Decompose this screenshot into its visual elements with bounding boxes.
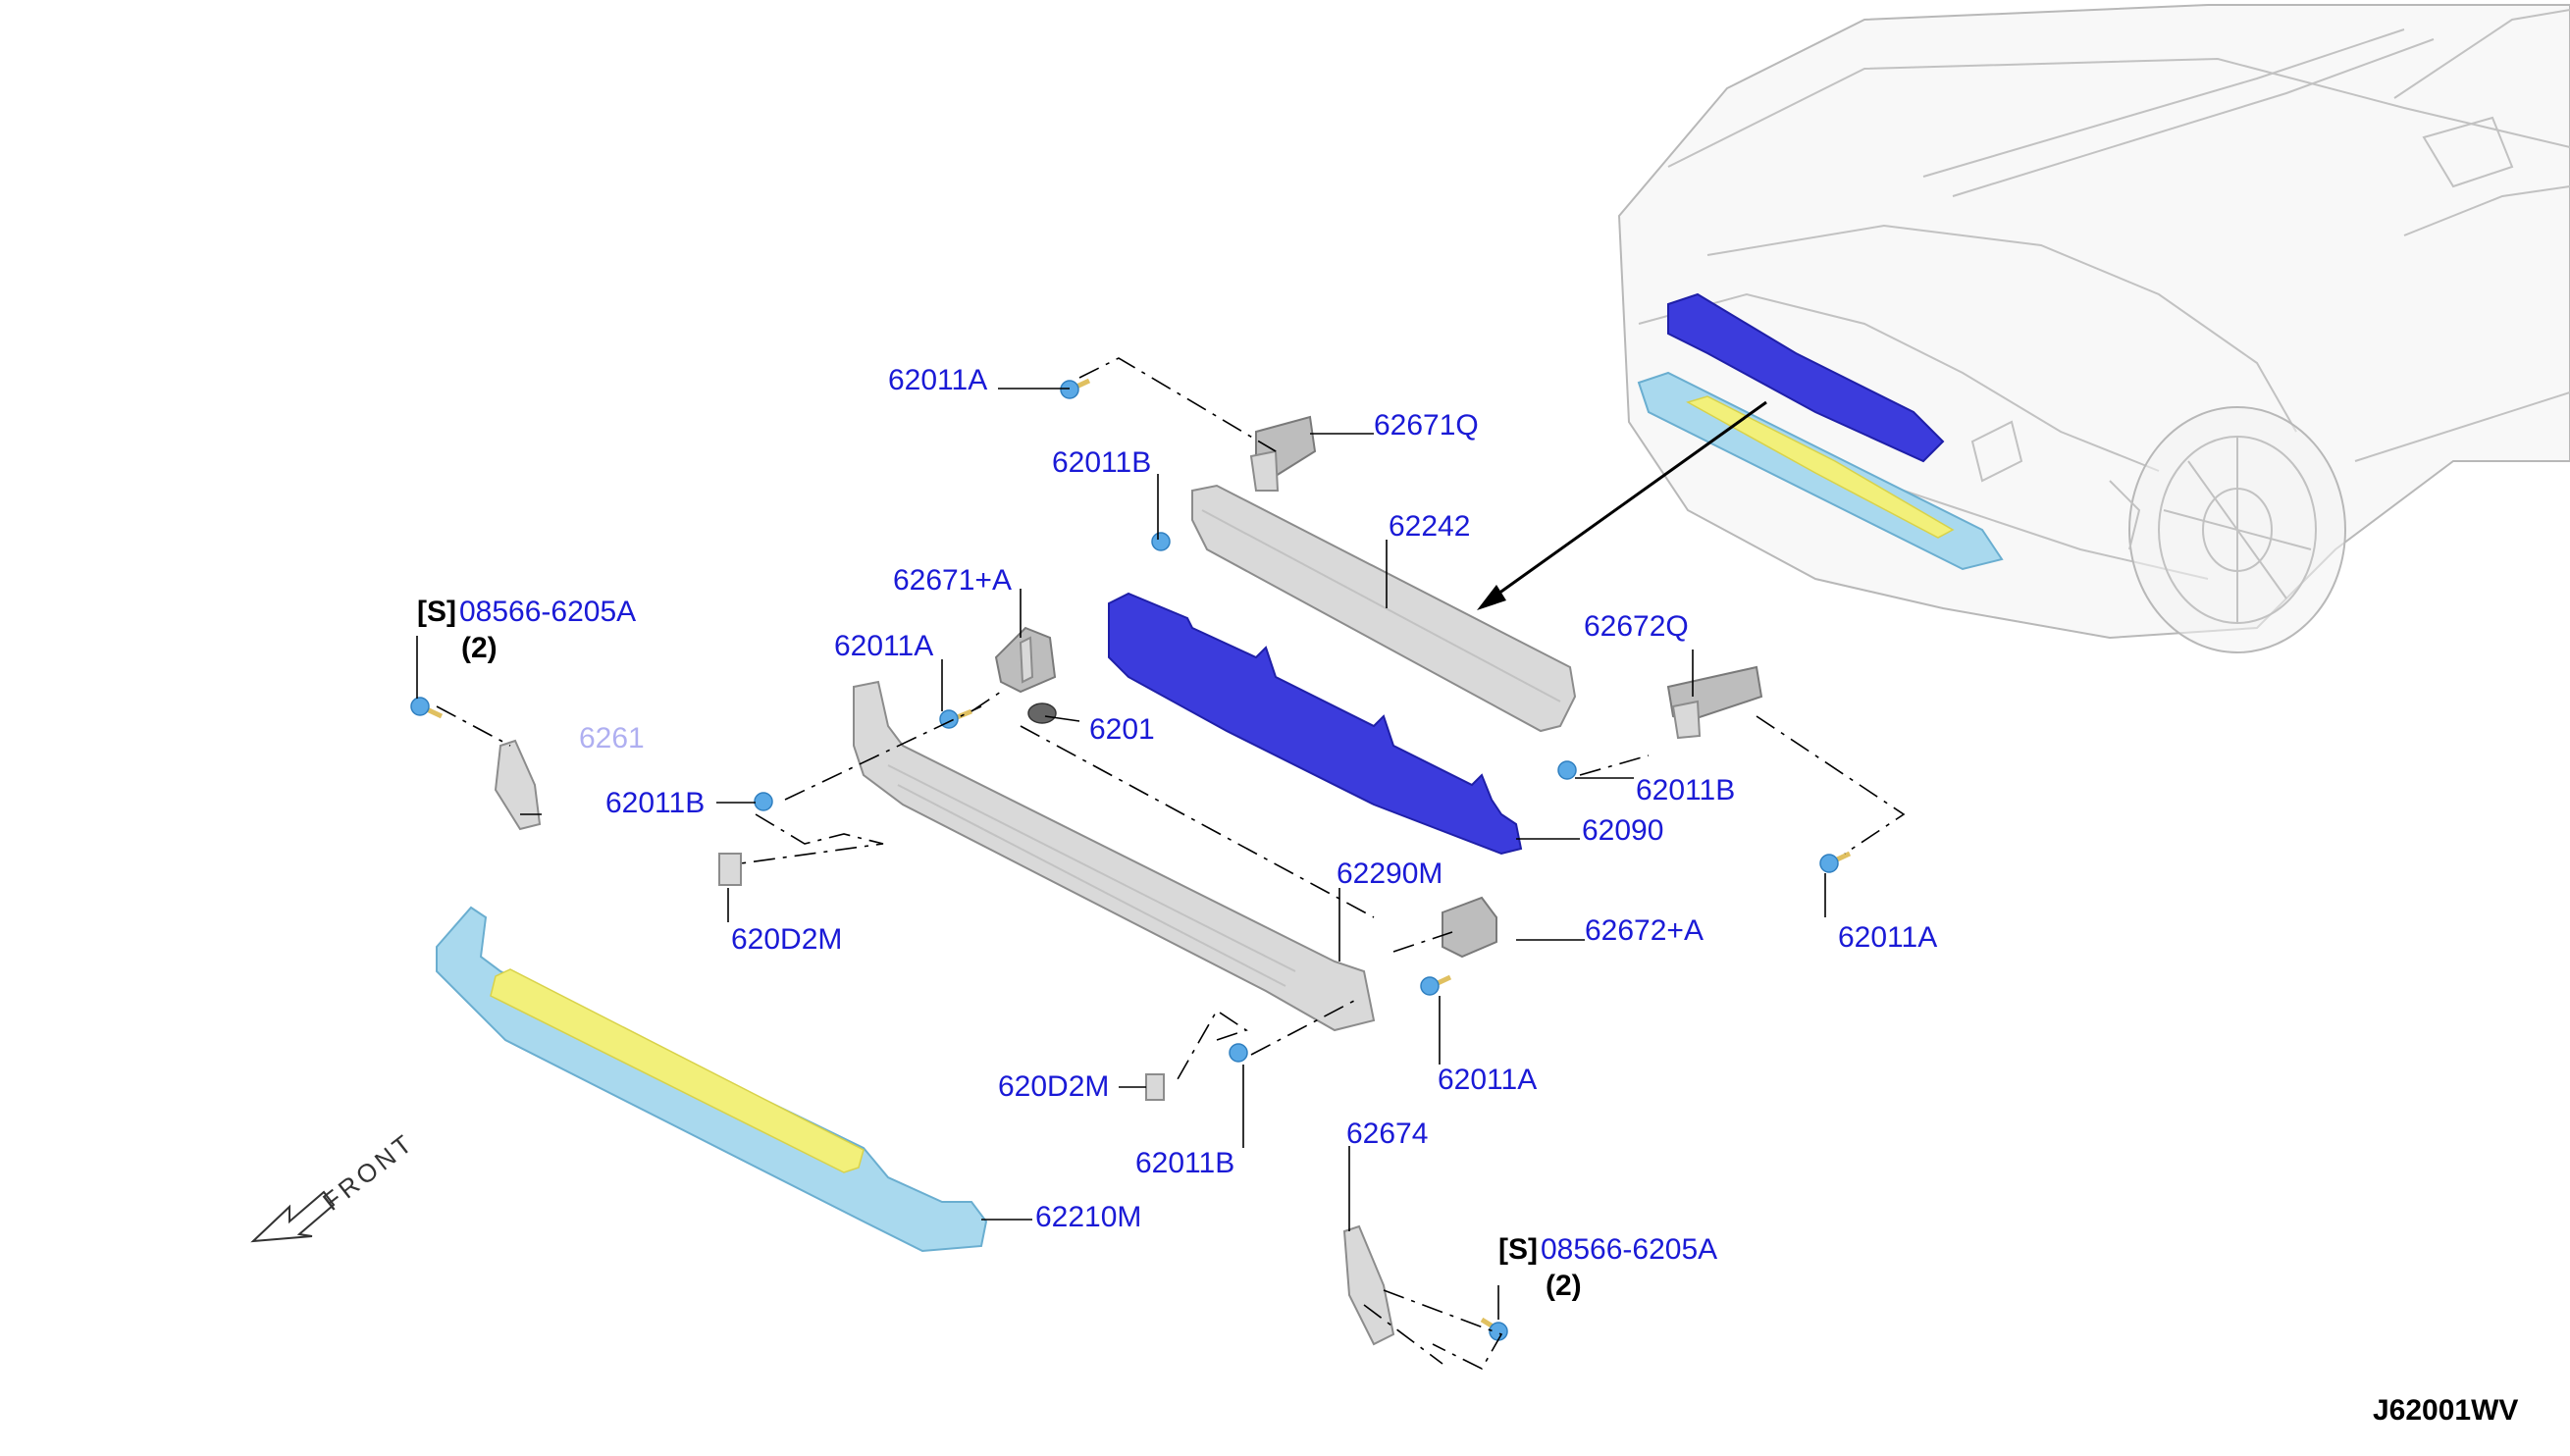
part-label-62090[interactable]: 62090 <box>1582 814 1663 847</box>
part-label-62674[interactable]: 62674 <box>1346 1118 1428 1150</box>
part-62672Q-bracket <box>1666 665 1763 740</box>
part-label-620D2M-2[interactable]: 620D2M <box>998 1070 1109 1103</box>
s-mark-2: [S] <box>1498 1233 1538 1266</box>
vehicle-illustration <box>1617 4 2570 653</box>
bolt-10 <box>1480 1317 1508 1341</box>
quantity-2: (2) <box>1546 1270 1582 1302</box>
part-62671Q-bracket <box>1249 415 1317 492</box>
diagram-code: J62001WV <box>2373 1394 2518 1427</box>
part-label-62011A-1[interactable]: 62011A <box>888 364 987 396</box>
s-mark-1: [S] <box>417 596 456 628</box>
part-label-62290M[interactable]: 62290M <box>1337 858 1442 890</box>
bolt-6 <box>1557 760 1577 780</box>
part-label-08566-6205A-2[interactable]: 08566-6205A <box>1541 1233 1717 1266</box>
part-label-62011A-2[interactable]: 62011A <box>834 630 933 662</box>
part-label-62671Q[interactable]: 62671Q <box>1374 409 1479 442</box>
part-label-62011A-4[interactable]: 62011A <box>1438 1064 1537 1096</box>
locator-arrow <box>1477 400 1767 610</box>
part-62674-bracket <box>1342 1224 1395 1346</box>
clip-620D2M-1 <box>718 853 742 886</box>
svg-text:rts: rts <box>1173 718 1253 789</box>
part-label-62011B-2[interactable]: 62011B <box>1636 774 1735 806</box>
part-label-62011B-1[interactable]: 62011B <box>1052 446 1151 479</box>
part-62242-rail <box>1191 484 1577 733</box>
part-label-620D2M-1[interactable]: 620D2M <box>731 923 842 956</box>
bolt-3 <box>410 697 444 719</box>
bolt-7 <box>1819 851 1852 873</box>
part-labels: 62011A 62671Q 62011B 62242 62671+A 62011… <box>417 364 1937 1302</box>
part-62290M-rail <box>853 680 1376 1032</box>
part-label-62242[interactable]: 62242 <box>1389 510 1470 543</box>
part-62672A-bracket <box>1442 896 1497 959</box>
part-label-62011B-4[interactable]: 62011B <box>1135 1147 1234 1179</box>
leader-lines <box>416 388 1826 1320</box>
bolt-9 <box>1229 1043 1248 1063</box>
part-label-62011B-3[interactable]: 62011B <box>605 787 705 819</box>
bolt-5 <box>754 792 773 811</box>
part-62671A-bracket <box>994 626 1057 694</box>
front-direction-indicator: FRONT <box>250 1127 420 1243</box>
part-label-6261-partial[interactable]: 6261 <box>579 722 645 754</box>
bolt-8 <box>1420 974 1452 996</box>
part-label-62210M[interactable]: 62210M <box>1035 1201 1141 1233</box>
part-label-08566-6205A-1[interactable]: 08566-6205A <box>459 596 636 628</box>
grommet-6201 <box>1027 702 1057 724</box>
front-label: FRONT <box>317 1127 420 1217</box>
part-label-62672Q[interactable]: 62672Q <box>1584 610 1689 643</box>
quantity-1: (2) <box>461 632 498 664</box>
bolt-2 <box>1151 532 1171 551</box>
bolt-1 <box>1060 378 1091 399</box>
bolt-icons <box>410 378 1852 1341</box>
part-label-6201-partial[interactable]: 6201 <box>1089 713 1155 746</box>
dashed-reference-lines <box>436 357 1906 1371</box>
part-62210M-absorber <box>436 906 988 1253</box>
part-label-62672A[interactable]: 62672+A <box>1585 914 1704 947</box>
part-label-62671A[interactable]: 62671+A <box>893 564 1012 597</box>
clip-620D2M-2 <box>1145 1073 1165 1101</box>
part-label-62011A-3[interactable]: 62011A <box>1838 921 1937 954</box>
watermark-remnant: rts <box>1172 717 1254 790</box>
part-62090-blue <box>1108 592 1523 856</box>
bolt-4 <box>939 708 972 729</box>
part-left-bracket <box>494 739 542 831</box>
